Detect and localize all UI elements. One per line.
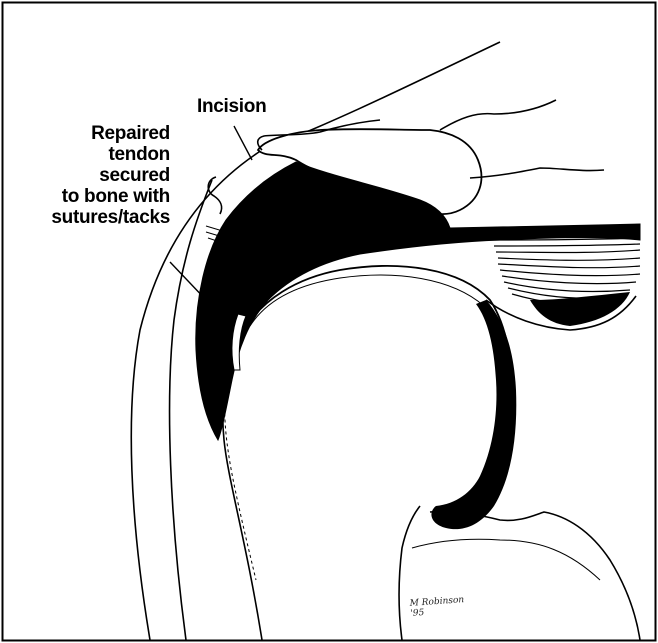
repaired-tendon-label: Repaired tendon secured to bone with sut… — [12, 123, 170, 228]
artist-signature: M Robinson '95 — [409, 595, 465, 619]
repaired-tendon-label-line: secured — [12, 165, 170, 186]
repaired-tendon-label-line: tendon — [12, 144, 170, 165]
repaired-tendon-label-line: to bone with — [12, 186, 170, 207]
repaired-tendon-label-line: sutures/tacks — [12, 207, 170, 228]
repaired-tendon-label-line: Repaired — [12, 123, 170, 144]
incision-label: Incision — [197, 96, 266, 117]
